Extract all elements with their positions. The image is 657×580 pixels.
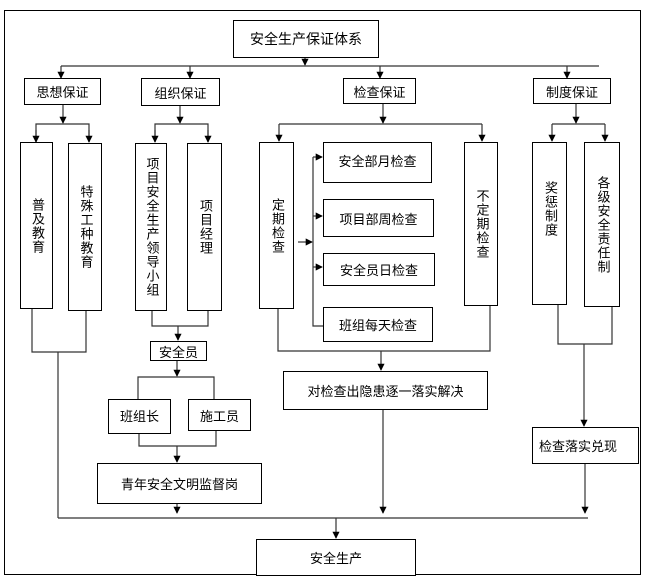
responsibility-system-box: 各级安全责任制 <box>584 142 620 307</box>
general-education-box: 普及教育 <box>20 142 53 309</box>
team-daily-inspection-box: 班组每天检查 <box>323 307 433 342</box>
team-leader-box: 班组长 <box>108 399 171 434</box>
safety-officer-box: 安全员 <box>150 341 207 361</box>
safe-production-text: 安全生产 <box>309 552 362 567</box>
safety-officer-text: 安全员 <box>158 345 198 361</box>
weekly-inspection-box: 项目部周检查 <box>323 199 434 237</box>
title-text: 安全生产保证体系 <box>250 32 362 48</box>
project-manager-box: 项目经理 <box>187 143 222 311</box>
daily-inspection-text: 安全员日检查 <box>339 264 418 279</box>
monthly-inspection-box: 安全部月检查 <box>323 142 432 183</box>
reward-punishment-box: 奖惩制度 <box>532 142 567 305</box>
irregular-inspection-box: 不定期检查 <box>464 142 498 306</box>
monthly-inspection-text: 安全部月检查 <box>338 155 417 170</box>
special-trade-education-box: 特殊工种教育 <box>68 143 102 311</box>
thought-guarantee-box: 思想保证 <box>24 78 101 105</box>
implementation-box: 检查落实兑现 <box>532 427 639 464</box>
regular-inspection-text: 定期检查 <box>269 197 284 254</box>
irregular-inspection-text: 不定期检查 <box>473 189 489 259</box>
organization-guarantee-box: 组织保证 <box>141 78 220 106</box>
leadership-group-text: 项目安全生产领导小组 <box>143 157 159 297</box>
reward-punishment-text: 奖惩制度 <box>542 180 557 237</box>
inspection-guarantee-box: 检查保证 <box>343 78 416 104</box>
constructor-box: 施工员 <box>188 399 251 431</box>
title-box: 安全生产保证体系 <box>233 20 379 58</box>
project-manager-text: 项目经理 <box>197 199 212 255</box>
thought-label: 思想保证 <box>36 86 89 101</box>
system-label: 制度保证 <box>545 85 598 101</box>
inspection-label: 检查保证 <box>353 85 406 101</box>
responsibility-system-text: 各级安全责任制 <box>594 175 610 274</box>
implementation-text: 检查落实兑现 <box>539 440 618 455</box>
leadership-group-box: 项目安全生产领导小组 <box>135 143 167 311</box>
organization-label: 组织保证 <box>154 86 207 102</box>
general-education-text: 普及教育 <box>29 197 44 254</box>
safe-production-box: 安全生产 <box>256 539 416 576</box>
team-leader-text: 班组长 <box>119 410 159 425</box>
constructor-text: 施工员 <box>199 410 239 425</box>
regular-inspection-box: 定期检查 <box>259 142 294 309</box>
special-trade-education-text: 特殊工种教育 <box>77 185 93 269</box>
daily-inspection-box: 安全员日检查 <box>323 253 435 286</box>
youth-supervision-post-text: 青年安全文明监督岗 <box>120 478 238 493</box>
youth-supervision-post-box: 青年安全文明监督岗 <box>97 463 262 504</box>
team-daily-inspection-text: 班组每天检查 <box>338 319 417 334</box>
weekly-inspection-text: 项目部周检查 <box>339 212 418 228</box>
hazard-resolution-text: 对检查出隐患逐一落实解决 <box>307 385 464 400</box>
system-guarantee-box: 制度保证 <box>533 78 611 104</box>
hazard-resolution-box: 对检查出隐患逐一落实解决 <box>283 371 488 410</box>
